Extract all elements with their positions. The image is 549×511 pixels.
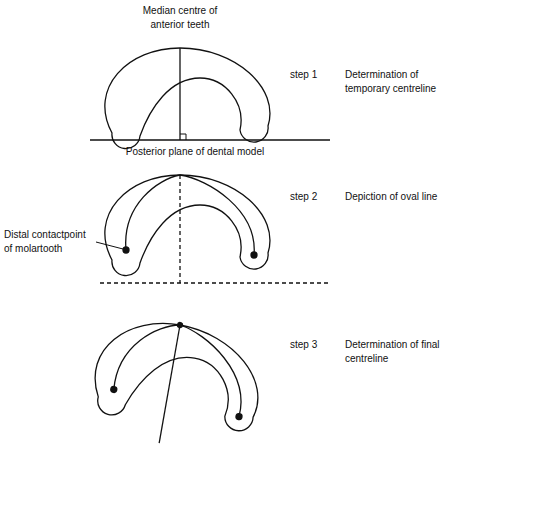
leader-line [96, 242, 123, 249]
step-label: step 1 [290, 68, 340, 82]
oval-line [126, 175, 255, 255]
callout-label: Distal contactpoint of molartooth [4, 228, 94, 255]
contact-point [251, 252, 257, 258]
dental-arch [85, 309, 269, 458]
right-angle-mark [180, 134, 186, 140]
plane-label: Posterior plane of dental model [110, 145, 280, 159]
step-description: Determination of final centreline [345, 338, 440, 365]
posterior-plane-line [100, 282, 330, 283]
contact-point [110, 386, 117, 393]
step-description: Determination of temporary centreline [345, 68, 455, 95]
callout-label: Median centre of anterior teeth [130, 4, 230, 31]
step-description: Depiction of oval line [345, 190, 475, 204]
oval-line [113, 316, 253, 417]
final-centreline [159, 325, 180, 443]
dental-arch [105, 48, 270, 149]
posterior-plane-line [90, 139, 330, 140]
step-label: step 3 [290, 338, 340, 352]
temporary-centreline [179, 48, 180, 140]
contact-point [236, 413, 243, 420]
dental-arch [105, 175, 270, 283]
temporary-centreline [179, 175, 180, 283]
step-label: step 2 [290, 190, 340, 204]
contact-point [123, 247, 129, 253]
